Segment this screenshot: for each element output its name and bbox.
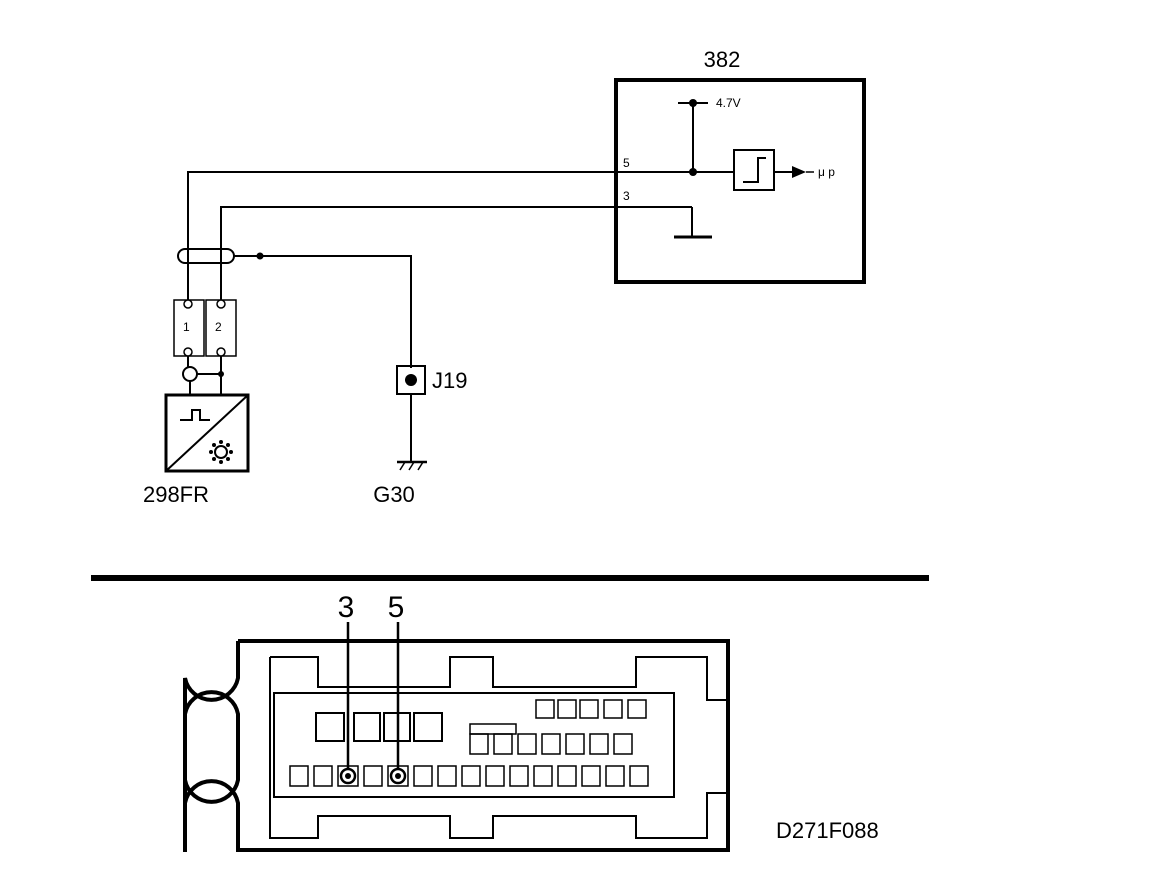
signal-wire bbox=[187, 171, 693, 300]
ecu-module: 382 4.7V μ p 5 3 bbox=[614, 47, 866, 284]
connector-pin-5-label: 5 bbox=[388, 591, 405, 624]
pulse-signal-icon bbox=[180, 409, 210, 421]
wiring bbox=[177, 171, 693, 368]
connector-inner-outline bbox=[269, 656, 728, 839]
ecu-pin3-label: 3 bbox=[623, 189, 630, 203]
junction-node-icon bbox=[405, 374, 417, 386]
pin-1-top bbox=[183, 299, 193, 309]
supply-node bbox=[689, 99, 697, 107]
pin-2-bottom bbox=[216, 347, 226, 357]
sensor-label: 298FR bbox=[143, 482, 209, 507]
ecu-label: 382 bbox=[704, 47, 741, 72]
shield-drain-wire bbox=[234, 255, 412, 368]
large-terminal bbox=[413, 712, 443, 742]
chassis-ground-icon bbox=[397, 460, 427, 471]
connector-pin1-label: 1 bbox=[183, 320, 190, 334]
return-wire bbox=[220, 206, 616, 300]
figure-code: D271F088 bbox=[776, 818, 879, 843]
ground-label: G30 bbox=[373, 482, 415, 507]
ecu-box bbox=[614, 78, 866, 284]
bridge-node bbox=[218, 371, 224, 377]
connector-pin2-label: 2 bbox=[215, 320, 222, 334]
output-label: μ p bbox=[818, 165, 835, 179]
sensor-box bbox=[164, 393, 250, 473]
sensor-diagonal bbox=[165, 394, 249, 472]
large-terminal bbox=[315, 712, 345, 742]
ecu-pin5-label: 5 bbox=[623, 156, 630, 170]
ecu-connector-face: 3 5 bbox=[183, 591, 730, 852]
schmitt-trigger-icon bbox=[733, 149, 775, 191]
shield-sleeve-icon bbox=[177, 248, 235, 264]
terminal-row-top bbox=[535, 699, 647, 719]
terminal-field bbox=[273, 692, 675, 798]
junction-label: J19 bbox=[432, 368, 467, 393]
gear-icon bbox=[209, 440, 233, 464]
supply-voltage-label: 4.7V bbox=[716, 96, 741, 110]
trigger-symbol bbox=[743, 157, 766, 183]
wheel-speed-sensor: 298FR bbox=[143, 393, 250, 507]
shield-node bbox=[256, 252, 264, 260]
terminal-row-middle bbox=[469, 723, 633, 755]
pin-1-bottom bbox=[183, 347, 193, 357]
sensor-terminal-icon bbox=[182, 366, 198, 382]
large-terminal bbox=[353, 712, 381, 742]
connector-pin-3-dot bbox=[345, 773, 351, 779]
junction-ground: J19 G30 bbox=[373, 365, 467, 507]
output-arrow-icon bbox=[792, 166, 806, 178]
sensor-connector: 1 2 bbox=[173, 299, 237, 395]
connector-housing bbox=[183, 639, 730, 852]
connector-pin-5-dot bbox=[395, 773, 401, 779]
connector-pin-3-label: 3 bbox=[338, 591, 355, 624]
pin-2-top bbox=[216, 299, 226, 309]
